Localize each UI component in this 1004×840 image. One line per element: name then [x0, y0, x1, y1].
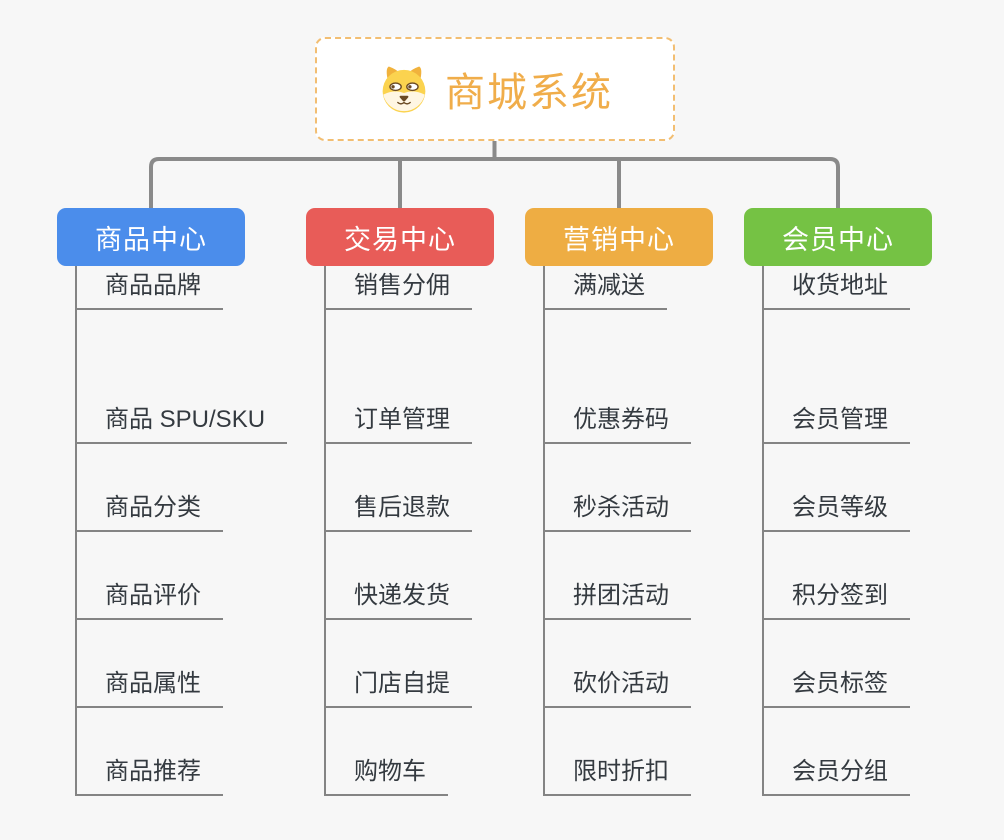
child-topic[interactable]: 会员等级: [762, 488, 910, 532]
child-topic[interactable]: 砍价活动: [543, 664, 691, 708]
child-topic[interactable]: 商品推荐: [75, 752, 223, 796]
child-topic[interactable]: 商品分类: [75, 488, 223, 532]
child-topic[interactable]: 商品属性: [75, 664, 223, 708]
child-topic[interactable]: 商品 SPU/SKU: [75, 400, 288, 444]
child-topic[interactable]: 销售分佣: [324, 266, 472, 310]
dog-icon: [382, 66, 426, 113]
child-topic[interactable]: 门店自提: [324, 664, 472, 708]
child-topic[interactable]: 积分签到: [762, 576, 910, 620]
child-topic[interactable]: 售后退款: [324, 488, 472, 532]
branch-column-trade: 交易中心 订单管理 售后退款 快递发货 门店自提 购物车 销售分佣: [306, 208, 494, 796]
branch-column-member: 会员中心 会员管理 会员等级 积分签到 会员标签 会员分组 收货地址: [744, 208, 932, 796]
child-topic[interactable]: 商品品牌: [75, 266, 223, 310]
branch-topic-marketing[interactable]: 营销中心: [525, 208, 713, 266]
child-topic[interactable]: 拼团活动: [543, 576, 691, 620]
child-topic-list: 商品 SPU/SKU 商品分类 商品评价 商品属性 商品推荐 商品品牌: [75, 266, 337, 800]
root-topic-title: 商城系统: [445, 71, 613, 115]
child-topic-list: 订单管理 售后退款 快递发货 门店自提 购物车 销售分佣: [324, 266, 586, 800]
branch-topic-product[interactable]: 商品中心: [57, 208, 245, 266]
child-topic[interactable]: 收货地址: [762, 266, 910, 310]
child-topic[interactable]: 订单管理: [324, 400, 472, 444]
child-topic[interactable]: 商品评价: [75, 576, 223, 620]
branch-topic-member[interactable]: 会员中心: [744, 208, 932, 266]
child-topic[interactable]: 满减送: [543, 266, 667, 310]
root-topic[interactable]: 商城系统: [315, 37, 675, 141]
child-topic[interactable]: 会员管理: [762, 400, 910, 444]
child-topic[interactable]: 限时折扣: [543, 752, 691, 796]
child-topic[interactable]: 会员分组: [762, 752, 910, 796]
branch-column-marketing: 营销中心 优惠券码 秒杀活动 拼团活动 砍价活动 限时折扣 满减送: [525, 208, 713, 796]
child-topic[interactable]: 优惠券码: [543, 400, 691, 444]
child-topic[interactable]: 购物车: [324, 752, 448, 796]
child-topic-list: 优惠券码 秒杀活动 拼团活动 砍价活动 限时折扣 满减送: [543, 266, 805, 800]
child-topic[interactable]: 会员标签: [762, 664, 910, 708]
branch-column-product: 商品中心 商品 SPU/SKU 商品分类 商品评价 商品属性 商品推荐 商品品牌: [57, 208, 288, 796]
child-topic[interactable]: 秒杀活动: [543, 488, 691, 532]
child-topic[interactable]: 快递发货: [324, 576, 472, 620]
branch-topic-trade[interactable]: 交易中心: [306, 208, 494, 266]
child-topic-list: 会员管理 会员等级 积分签到 会员标签 会员分组 收货地址: [762, 266, 1004, 800]
